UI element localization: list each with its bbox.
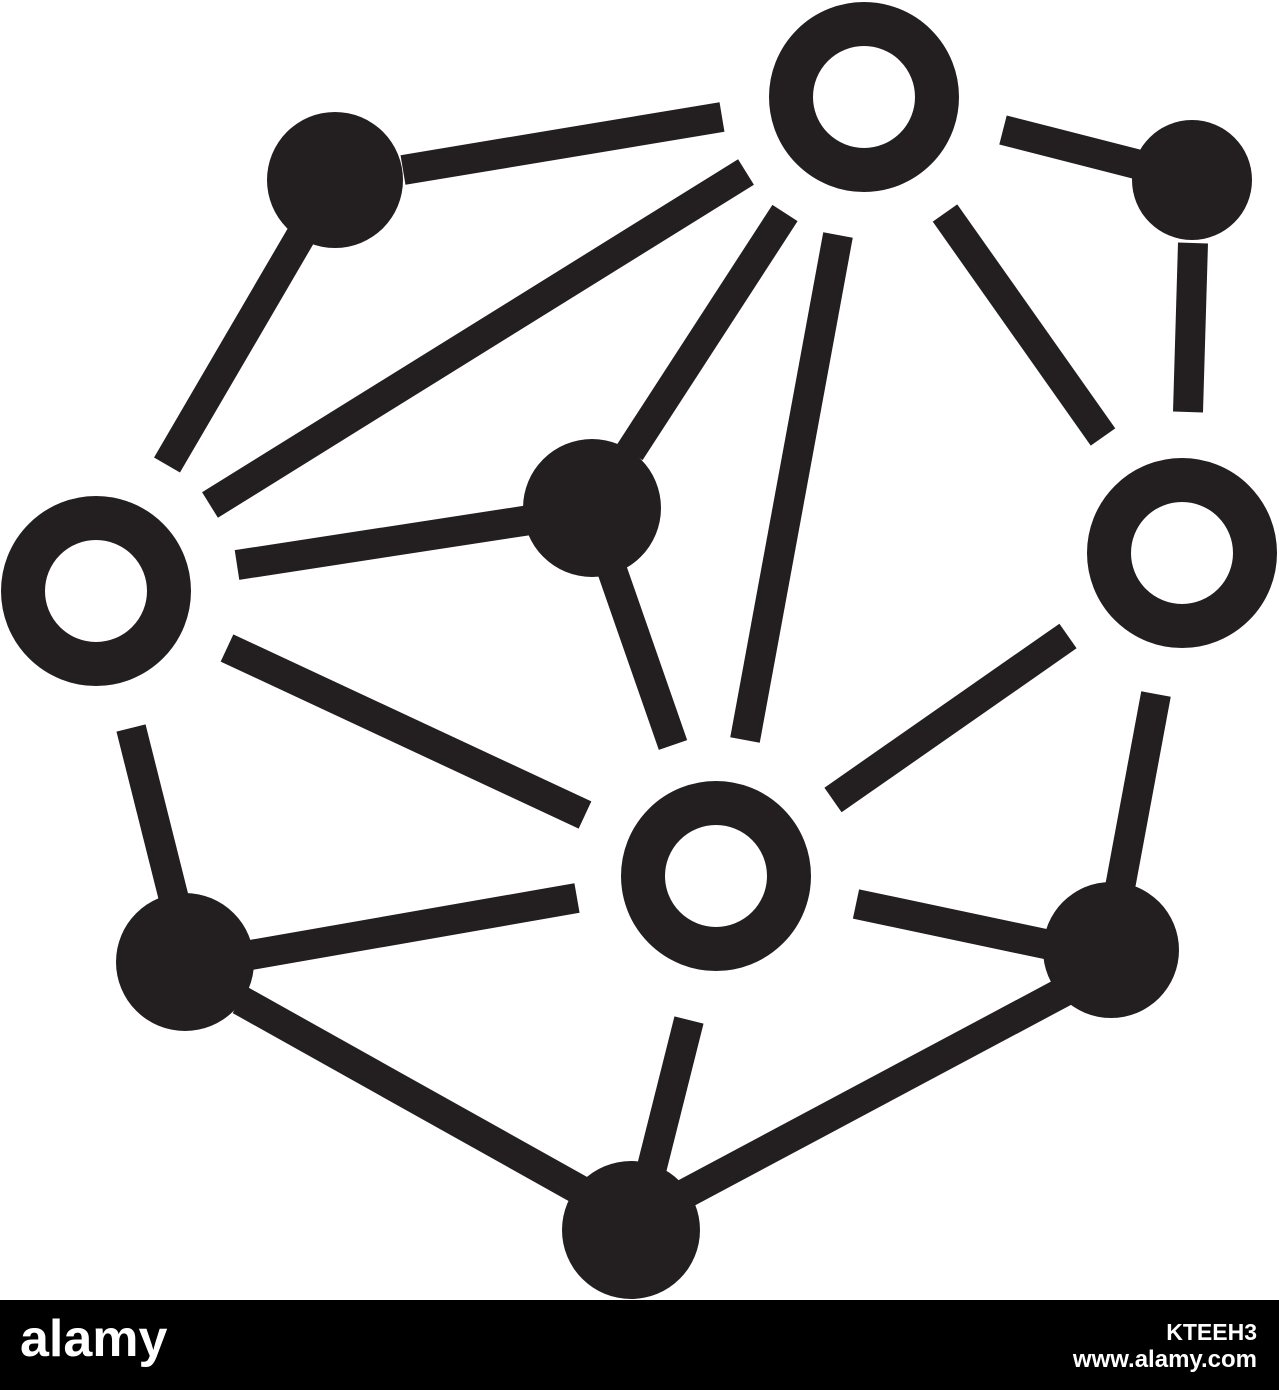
network-edge <box>852 889 1054 960</box>
solid-node <box>116 893 254 1031</box>
image-meta: KTEEH3 www.alamy.com <box>1073 1318 1257 1374</box>
network-edge <box>597 565 688 750</box>
network-edge <box>154 212 323 473</box>
ring-node <box>769 2 959 192</box>
network-molecule-icon <box>1 2 1277 1299</box>
network-edges <box>116 102 1208 1212</box>
network-edge <box>234 505 533 580</box>
image-id: KTEEH3 <box>1166 1319 1257 1345</box>
solid-node <box>562 1161 700 1299</box>
network-edge <box>824 623 1077 813</box>
ring-node <box>1087 458 1277 648</box>
solid-nodes <box>116 112 1252 1299</box>
network-edge <box>635 1016 704 1179</box>
solid-node <box>1132 120 1252 240</box>
network-edge <box>1173 242 1208 413</box>
network-edge <box>400 102 725 185</box>
ring-node <box>621 781 811 971</box>
network-edge <box>116 724 195 927</box>
network-edge <box>220 634 592 829</box>
network-edge <box>202 159 754 518</box>
network-edge <box>232 986 593 1207</box>
alamy-logo-text: alamy <box>20 1310 168 1368</box>
network-edge <box>1104 691 1171 896</box>
network-icon-artwork <box>1 2 1277 1299</box>
network-edge <box>669 976 1075 1212</box>
site-url: www.alamy.com <box>1072 1346 1257 1373</box>
network-edge <box>999 115 1144 180</box>
network-edge <box>617 204 798 461</box>
ring-nodes <box>1 2 1277 971</box>
solid-node <box>1043 882 1179 1018</box>
network-edge <box>932 204 1116 446</box>
solid-node <box>523 439 661 577</box>
stock-photo-footer: alamy KTEEH3 www.alamy.com <box>0 1300 1279 1390</box>
solid-node <box>267 112 403 248</box>
network-edge <box>730 232 853 743</box>
network-edge <box>242 883 580 971</box>
ring-node <box>1 496 191 686</box>
alamy-logo: alamy <box>20 1310 168 1368</box>
